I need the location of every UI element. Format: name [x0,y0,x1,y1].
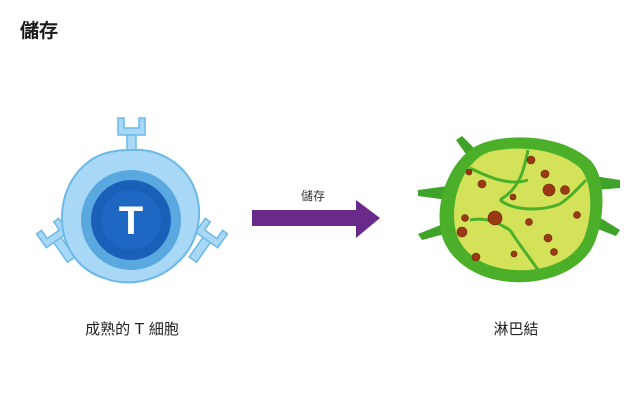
lymph-node [418,136,620,283]
receptor-right [188,217,229,264]
storage-arrow [252,200,380,238]
t-cell-nucleus-shade [101,190,161,250]
t-cell-letter: T [119,199,143,243]
t-cell-label: 成熟的 T 細胞 [85,320,179,338]
page-title: 儲存 [20,20,59,42]
arrow-label: 儲存 [300,189,326,203]
t-cell: T [35,117,229,284]
lymphocyte-dots [456,155,581,262]
lymph-node-label: 淋巴結 [493,320,539,338]
lymph-node-septa [469,149,588,271]
